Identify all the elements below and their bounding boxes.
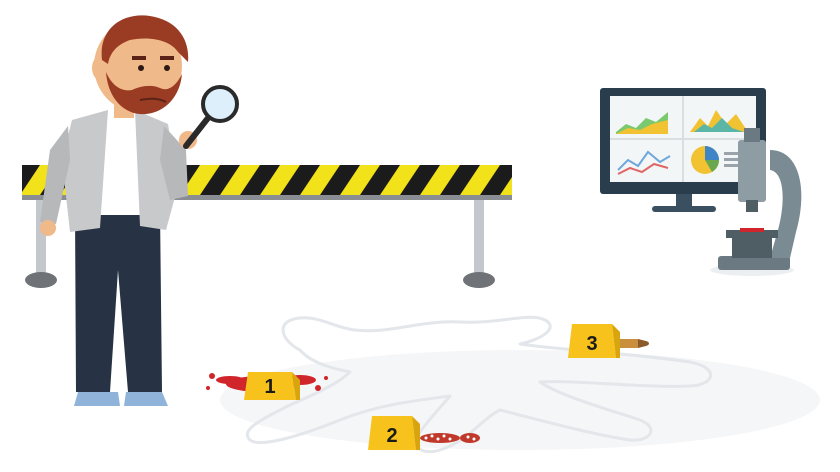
magnifying-glass-icon [183, 85, 239, 149]
body-outline [246, 315, 713, 454]
bullet-icon [620, 339, 649, 348]
evidence-marker-number: 2 [386, 425, 397, 447]
evidence-marker-number: 3 [586, 333, 597, 355]
evidence-marker-number: 1 [264, 376, 275, 398]
detective-figure [40, 15, 197, 406]
evidence-marker-3: 3 [568, 324, 620, 358]
evidence-marker-1: 1 [244, 372, 300, 400]
shoeprint-icon [420, 433, 480, 443]
evidence-marker-2: 2 [368, 416, 420, 450]
ground-shadow [220, 350, 820, 450]
microscope-icon [710, 128, 802, 276]
computer-monitor-icon [600, 88, 766, 212]
